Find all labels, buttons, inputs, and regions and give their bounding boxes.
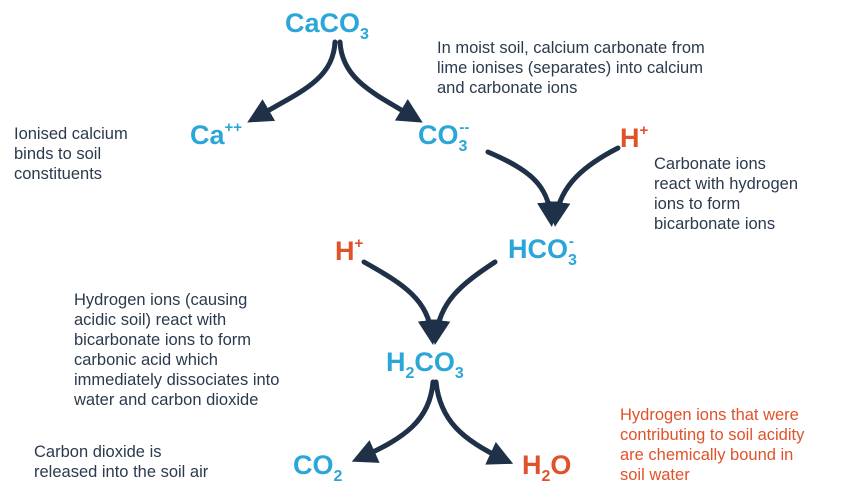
note-lime-ionises: In moist soil, calcium carbonate from li…	[437, 39, 705, 97]
species-co3-ion: CO3--	[418, 119, 470, 155]
arrow-h2co3-to-h2o	[433, 379, 514, 465]
note-ionised-calcium: Ionised calcium binds to soil constituen…	[14, 125, 128, 183]
species-ca-ion: Ca++	[190, 119, 243, 150]
species-hco3-ion: HCO3-	[508, 233, 577, 269]
species-caco3: CaCO3	[285, 8, 369, 43]
species-co2: CO2	[293, 450, 343, 485]
note-hydrogen-react: Hydrogen ions (causing acidic soil) reac…	[74, 291, 280, 409]
arrow-co3-to-hco3	[485, 149, 562, 227]
species-h2o: H2O	[522, 450, 572, 485]
species-hydrogen-ion-mid: H+	[335, 235, 364, 266]
arrow-caco3-to-ca	[247, 39, 338, 123]
species-hydrogen-ion-top: H+	[620, 122, 649, 153]
note-co2-released: Carbon dioxide is released into the soil…	[34, 443, 209, 481]
arrow-htop-to-hco3	[545, 145, 621, 227]
species-h2co3: H2CO3	[386, 347, 464, 382]
arrow-caco3-to-co3	[337, 39, 423, 123]
note-carbonate-react: Carbonate ions react with hydrogen ions …	[654, 155, 798, 233]
note-hydrogen-bound: Hydrogen ions that were contributing to …	[620, 406, 805, 484]
arrow-hco3-to-h2co3	[425, 259, 498, 345]
arrow-h2co3-to-co2	[351, 379, 436, 463]
arrow-hmid-to-h2co3	[361, 259, 443, 345]
